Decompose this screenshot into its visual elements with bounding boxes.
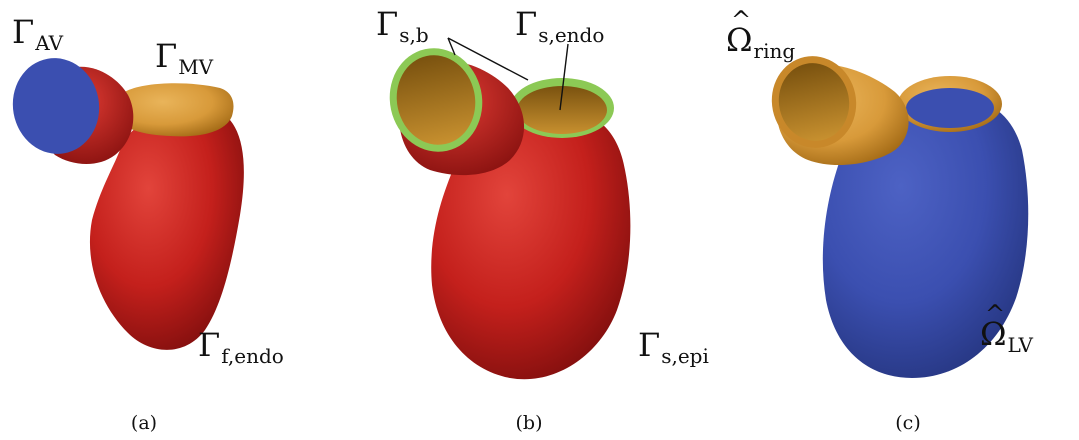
panel-b-aortic-inner [396,55,476,145]
label-omega-ring: Ωring [726,8,795,61]
panel-b-mitral-inner [517,86,607,134]
label-gamma-mv: ΓMV [155,37,214,79]
panel-b-heart [389,37,631,380]
label-gamma-s-epi: Γs,epi [638,326,709,368]
panel-b-leader-endo [559,43,569,111]
label-gamma-s-endo: Γs,endo [515,5,605,47]
panel-b-leader-sb-2 [447,37,529,81]
panel-b-leader-sb-1 [447,37,456,56]
caption-b: (b) [515,412,543,434]
panel-a-mitral-valve [115,83,234,137]
panel-c-ventricle [822,96,1029,378]
panel-a-heart [12,58,244,350]
label-gamma-f-endo: Γf,endo [198,326,284,368]
panel-c-heart [771,56,1029,378]
label-gamma-s-b: Γs,b [376,5,429,47]
panel-c-aortic-inner [778,63,850,141]
panel-a-ventricle [89,112,244,350]
label-gamma-av: ΓAV [12,13,64,55]
label-omega-lv: ΩLV [980,302,1033,355]
caption-c: (c) [895,412,921,434]
caption-a: (a) [130,412,158,434]
panel-a-aortic-valve [12,58,100,154]
panel-c-mitral-opening [906,88,994,128]
panel-b-ventricle [431,107,631,380]
